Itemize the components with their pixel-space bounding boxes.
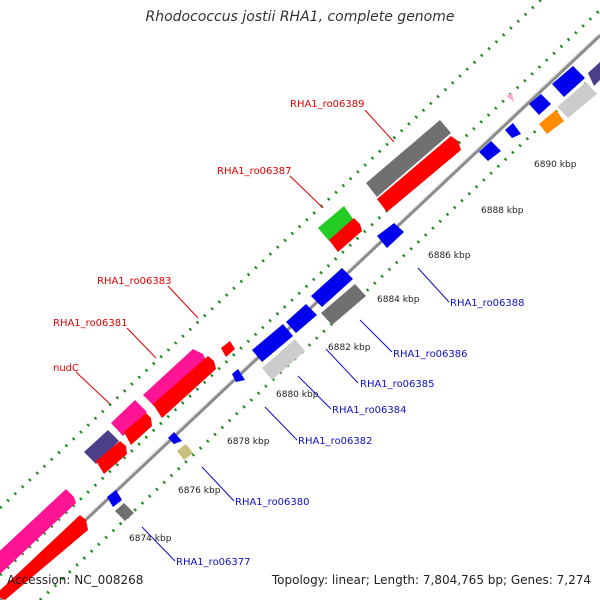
cds-feature-gray — [115, 503, 134, 521]
gene-label[interactable]: RHA1_ro06385 — [360, 379, 435, 390]
cds-feature-red — [329, 218, 362, 252]
cds-feature-blue — [286, 304, 317, 333]
cds-feature-khaki — [177, 444, 193, 460]
cds-feature-red — [377, 136, 461, 212]
leader-line — [289, 175, 324, 209]
leader-line — [264, 406, 298, 441]
leader-line — [201, 466, 235, 502]
cds-feature-green — [318, 206, 353, 241]
tick-labels: 6874 kbp 6876 kbp 6878 kbp 6880 kbp 6882… — [129, 160, 577, 544]
cds-feature-red — [0, 515, 88, 600]
tick-label: 6882 kbp — [328, 343, 371, 353]
gene-label[interactable]: RHA1_ro06384 — [332, 405, 407, 416]
leader-line — [364, 109, 395, 143]
cds-feature-red — [153, 356, 216, 418]
cds-feature-gray — [321, 284, 366, 325]
map-title: Rhodococcus jostii RHA1, complete genome — [145, 9, 455, 25]
gene-label[interactable]: RHA1_ro06381 — [53, 318, 128, 329]
cds-feature-magenta — [0, 489, 76, 575]
cds-feature-magenta — [111, 400, 147, 436]
cds-feature-blue — [232, 369, 245, 382]
leader-line — [75, 371, 111, 405]
cds-feature-gray — [366, 120, 451, 197]
leader-line — [167, 285, 199, 319]
tick-label: 6878 kbp — [227, 437, 270, 447]
gene-label[interactable]: nudC — [53, 363, 79, 374]
gene-label[interactable]: RHA1_ro06382 — [298, 436, 373, 447]
cds-feature-purple — [84, 430, 119, 464]
cds-feature-red — [96, 441, 127, 474]
leader-line — [417, 267, 450, 303]
leader-line — [126, 327, 157, 359]
cds-feature-blue — [505, 123, 521, 138]
gene-label[interactable]: RHA1_ro06377 — [176, 557, 251, 568]
leader-line — [297, 375, 332, 410]
leader-line — [141, 526, 176, 562]
gene-labels-bottom: RHA1_ro06388 RHA1_ro06386 RHA1_ro06385 R… — [176, 298, 525, 568]
leader-lines-bottom — [141, 267, 450, 562]
forward-strand-features — [0, 62, 600, 600]
cds-feature-blue — [107, 490, 122, 507]
genome-summary-text: Topology: linear; Length: 7,804,765 bp; … — [271, 573, 591, 587]
leader-line — [325, 348, 359, 384]
tick-label: 6884 kbp — [377, 295, 420, 305]
tick-label: 6874 kbp — [129, 534, 172, 544]
gene-label[interactable]: RHA1_ro06389 — [290, 99, 365, 110]
gene-label[interactable]: RHA1_ro06383 — [97, 276, 172, 287]
leader-lines-top — [75, 109, 395, 405]
guide-line-outer-top — [0, 0, 544, 510]
gene-label[interactable]: RHA1_ro06387 — [217, 166, 292, 177]
leader-line — [359, 319, 393, 353]
tick-label: 6886 kbp — [428, 251, 471, 261]
gene-label[interactable]: RHA1_ro06386 — [393, 349, 468, 360]
cds-feature-purple — [588, 62, 600, 86]
cds-feature-orange — [539, 110, 564, 134]
cds-feature-blue — [552, 66, 585, 97]
cds-feature-red — [124, 413, 152, 445]
cds-feature-blue — [529, 94, 551, 115]
gene-label[interactable]: RHA1_ro06380 — [235, 497, 310, 508]
cds-feature-blue — [252, 324, 293, 362]
reverse-strand-features — [107, 123, 521, 521]
cds-feature-blue — [479, 141, 501, 161]
cds-feature-pink — [506, 93, 514, 102]
tick-label: 6876 kbp — [178, 486, 221, 496]
cds-feature-red-small — [221, 341, 235, 357]
cds-feature-blue — [311, 268, 353, 307]
guide-line-inner-bottom — [38, 68, 600, 600]
accession-text: Accession: NC_008268 — [7, 573, 144, 587]
gene-label[interactable]: RHA1_ro06388 — [450, 298, 525, 309]
cds-feature-magenta — [143, 349, 207, 408]
tick-label: 6880 kbp — [276, 390, 319, 400]
tick-label: 6890 kbp — [534, 160, 577, 170]
gene-labels-top: RHA1_ro06389 RHA1_ro06387 RHA1_ro06383 R… — [53, 99, 365, 374]
cds-feature-lightgray — [557, 82, 597, 118]
cds-feature-lightgray — [262, 339, 305, 380]
cds-feature-blue — [377, 223, 404, 248]
tick-label: 6888 kbp — [481, 206, 524, 216]
cds-feature-blue — [168, 432, 182, 444]
